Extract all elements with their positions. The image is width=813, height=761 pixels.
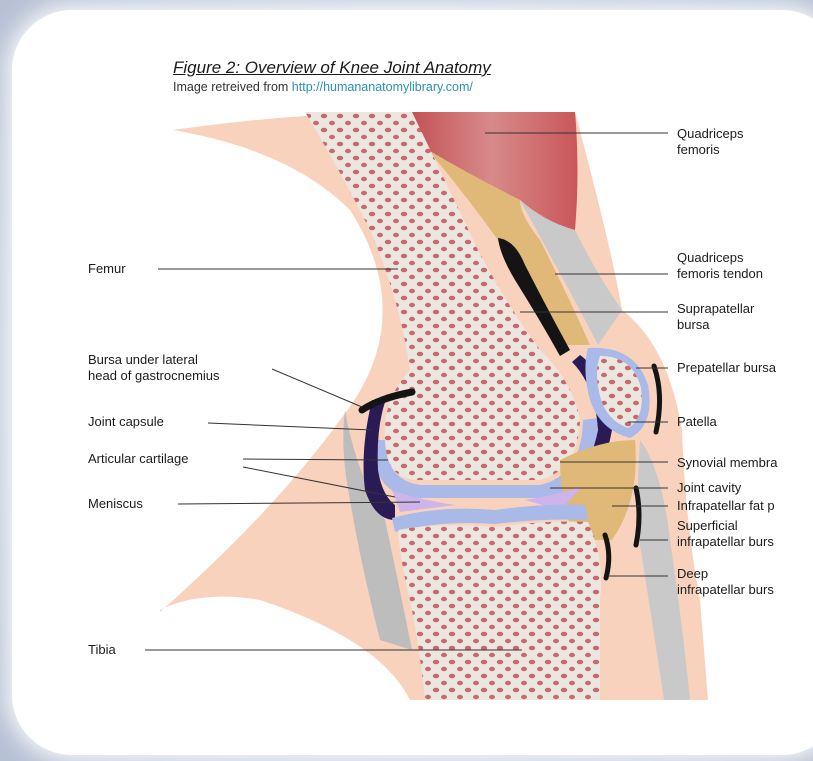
label-suprapatellar-bursa: Suprapatellar bursa (677, 301, 754, 333)
label-line: bursa (677, 317, 754, 333)
label-superficial-infrapatellar-bursa: Superficial infrapatellar burs (677, 518, 774, 550)
label-joint-cavity: Joint cavity (677, 480, 741, 496)
label-infrapatellar-fat-pad: Infrapatellar fat p (677, 498, 775, 514)
label-joint-capsule: Joint capsule (88, 414, 164, 430)
label-bursa-gastrocnemius: Bursa under lateral head of gastrocnemiu… (88, 352, 220, 384)
label-line: Quadriceps (677, 250, 763, 266)
label-line: femoris tendon (677, 266, 763, 282)
label-tibia: Tibia (88, 642, 116, 658)
label-meniscus: Meniscus (88, 496, 143, 512)
label-quadriceps-femoris: Quadriceps femoris (677, 126, 743, 158)
label-deep-infrapatellar-bursa: Deep infrapatellar burs (677, 566, 774, 598)
label-patella: Patella (677, 414, 717, 430)
label-synovial-membrane: Synovial membra (677, 455, 777, 471)
tibia (398, 522, 601, 700)
label-line: Quadriceps (677, 126, 743, 142)
label-prepatellar-bursa: Prepatellar bursa (677, 360, 776, 376)
label-line: Suprapatellar (677, 301, 754, 317)
label-quadriceps-tendon: Quadriceps femoris tendon (677, 250, 763, 282)
label-line: Superficial (677, 518, 774, 534)
label-femur: Femur (88, 261, 126, 277)
label-line: infrapatellar burs (677, 534, 774, 550)
label-line: head of gastrocnemius (88, 368, 220, 384)
label-line: infrapatellar burs (677, 582, 774, 598)
label-line: Deep (677, 566, 774, 582)
label-line: Bursa under lateral (88, 352, 220, 368)
label-articular-cartilage: Articular cartilage (88, 451, 188, 467)
label-line: femoris (677, 142, 743, 158)
